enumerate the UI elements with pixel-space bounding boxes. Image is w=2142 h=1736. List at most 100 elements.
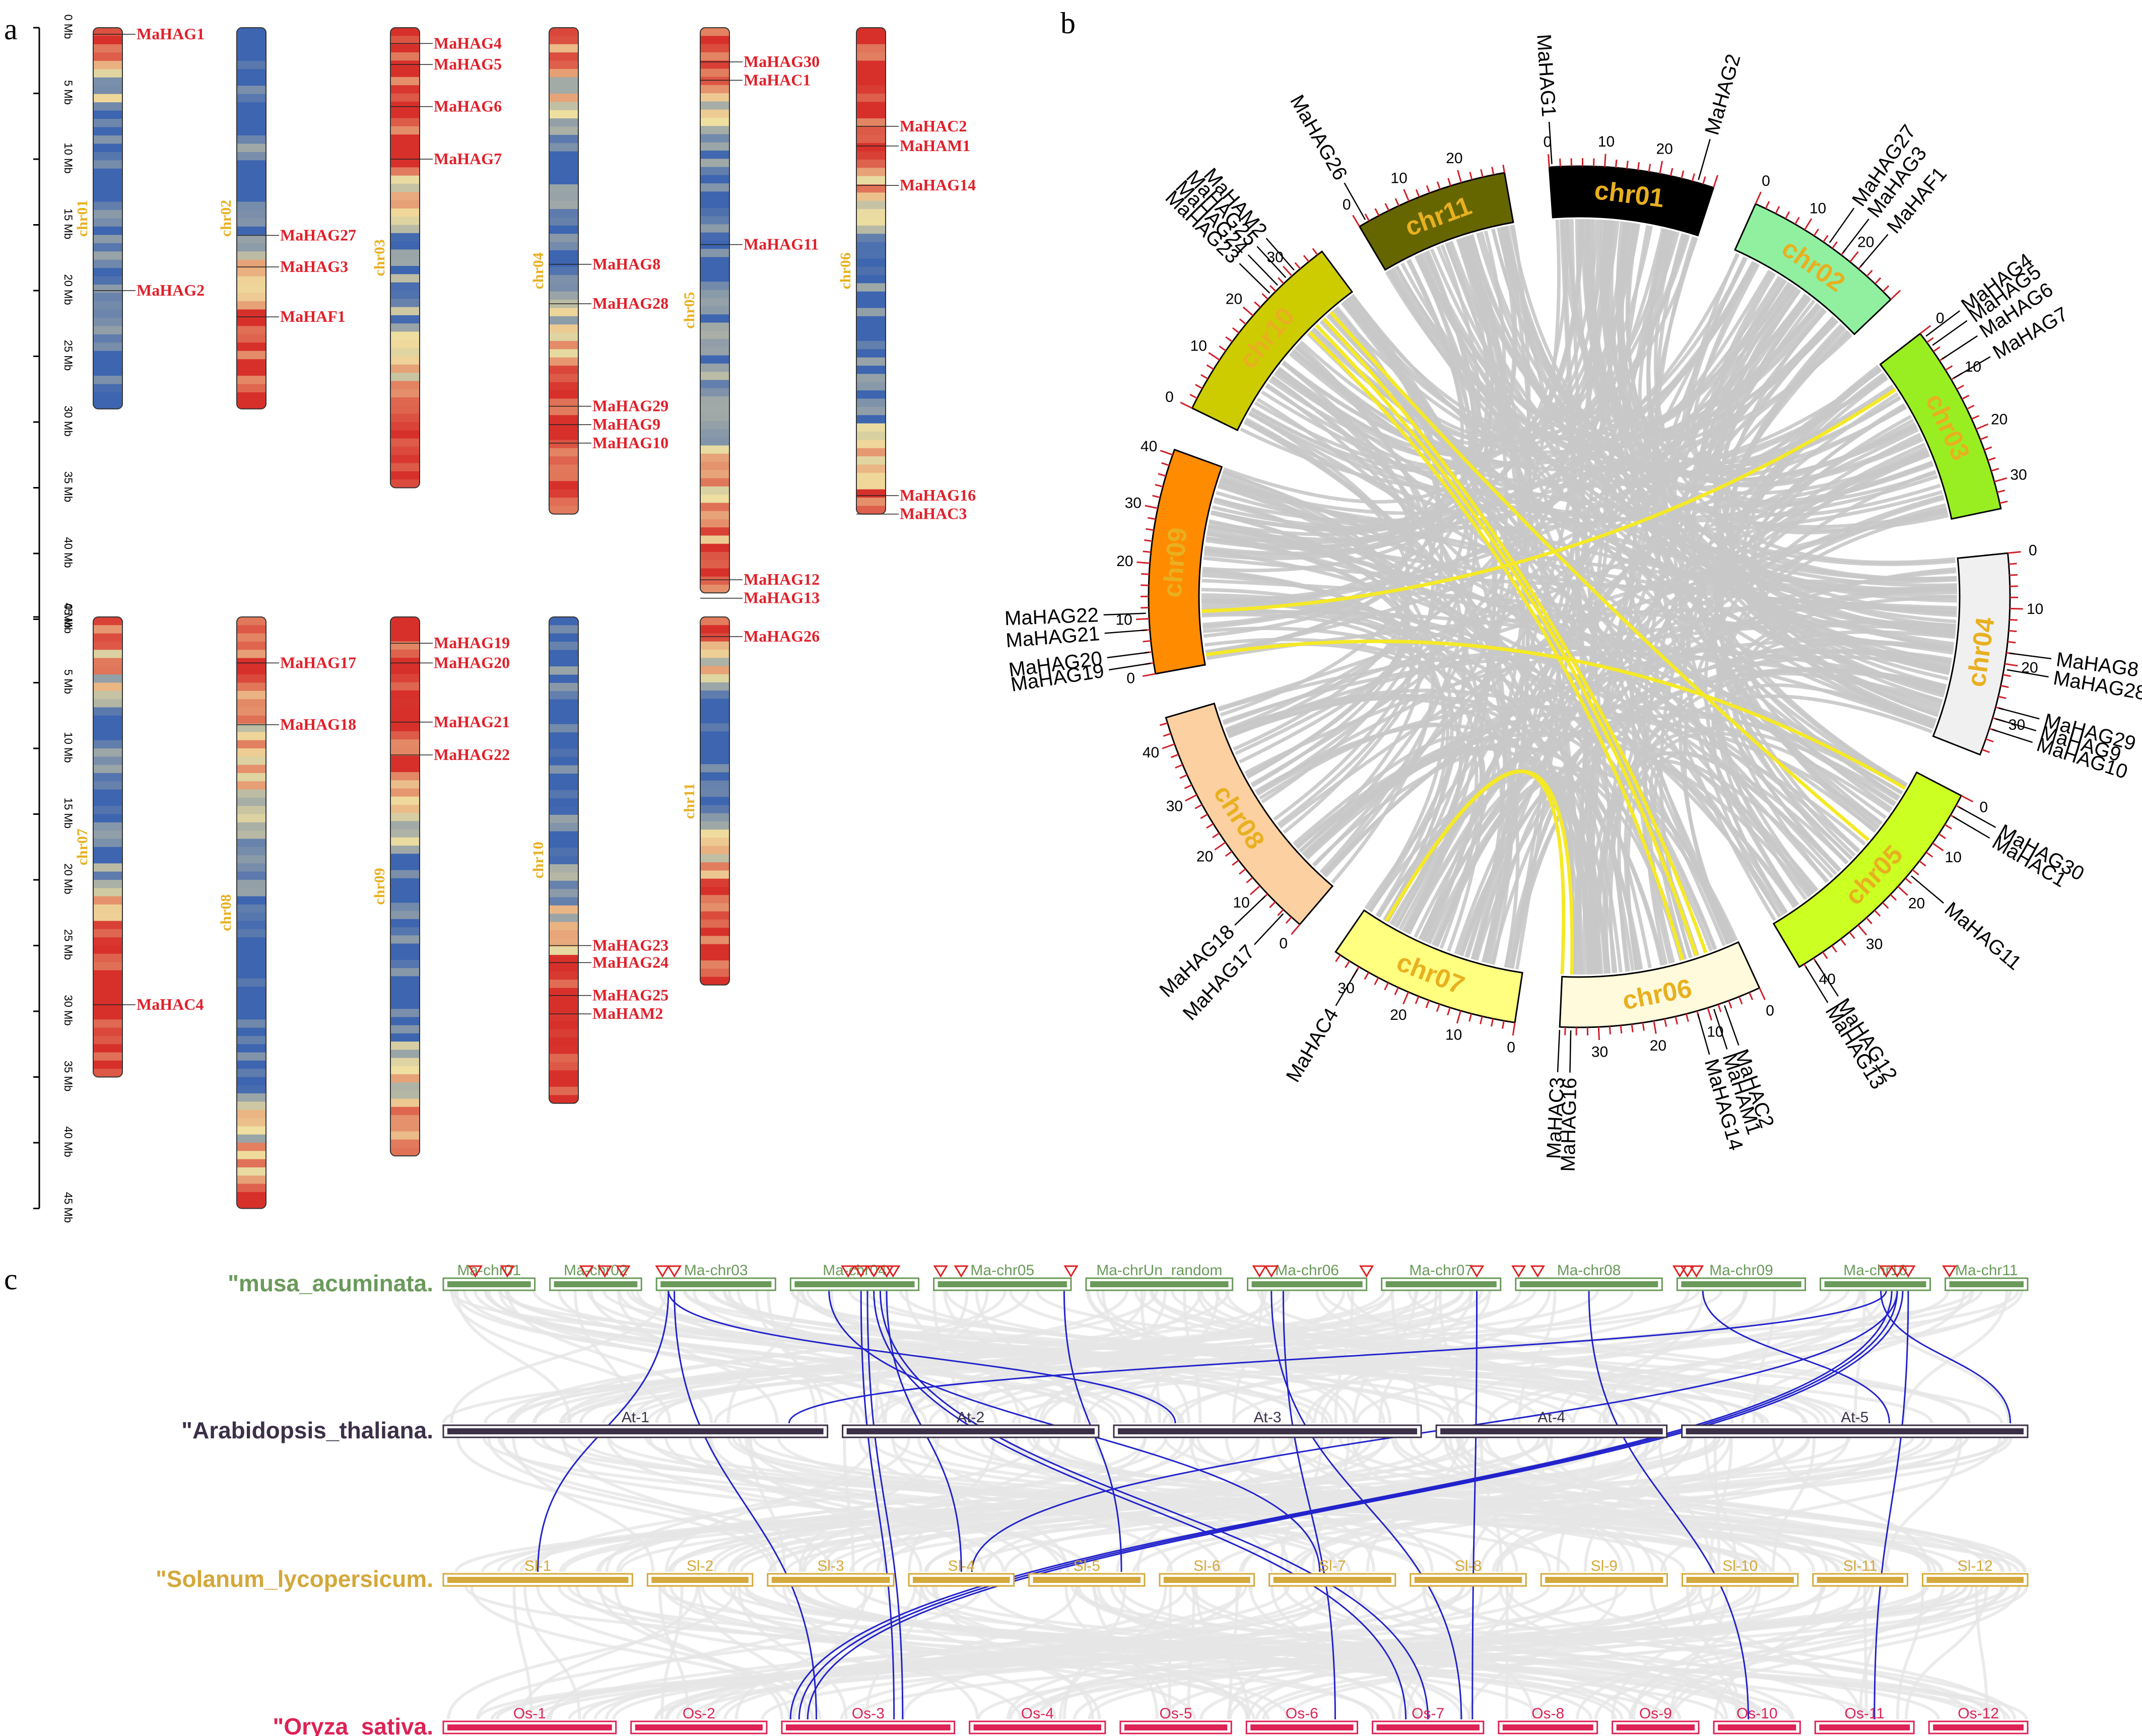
chromosome-label: chr04 bbox=[530, 252, 547, 289]
chromosome-band bbox=[549, 118, 578, 127]
species-chromosome-bar bbox=[1926, 1577, 2024, 1583]
circos-gene-label: MaHAG16 bbox=[1557, 1077, 1581, 1172]
species-chromosome-label: Sl-6 bbox=[1193, 1558, 1220, 1574]
gray-link bbox=[1462, 236, 1530, 963]
circos-chromosome-band bbox=[1148, 448, 1223, 675]
background-link bbox=[1315, 1290, 1616, 1424]
circos-tick bbox=[1170, 753, 1179, 758]
chromosome-band bbox=[237, 226, 266, 235]
circos-gene-leader bbox=[1107, 651, 1150, 659]
chromosome-band bbox=[549, 234, 578, 243]
circos-tick bbox=[1564, 1027, 1566, 1035]
chromosome-band bbox=[390, 381, 420, 390]
chromosome-band bbox=[700, 576, 729, 585]
circos-tick bbox=[1160, 450, 1173, 456]
circos-tick bbox=[1364, 213, 1370, 222]
chromosome-band bbox=[856, 390, 886, 399]
chromosome-band bbox=[549, 382, 578, 391]
chromosome-band bbox=[700, 273, 729, 282]
chromosome-band bbox=[856, 374, 886, 383]
chromosome-band bbox=[700, 886, 729, 895]
chromosome-band bbox=[549, 642, 578, 651]
chromosome-band bbox=[93, 904, 122, 913]
chromosome-band bbox=[390, 405, 420, 414]
gene-label: MaHAG24 bbox=[592, 953, 668, 971]
chromosome-band bbox=[237, 995, 266, 1004]
circos-tick bbox=[1225, 851, 1233, 857]
chromosome-band bbox=[549, 1095, 578, 1103]
circos-tick-label: 20 bbox=[1390, 1007, 1407, 1023]
chromosome-band bbox=[237, 60, 266, 70]
circos-tick bbox=[1142, 673, 1156, 677]
species-chromosome-label: Sl-4 bbox=[948, 1558, 975, 1574]
chromosome-band bbox=[700, 117, 729, 126]
chromosome-band bbox=[93, 110, 122, 119]
chromosome-band bbox=[93, 118, 122, 128]
chromosome-bands bbox=[390, 28, 420, 488]
circos-gene-leader bbox=[1815, 960, 1839, 997]
chromosome-band bbox=[390, 413, 420, 423]
chromosome-band bbox=[549, 77, 578, 86]
chromosome-band bbox=[93, 243, 122, 252]
gray-link bbox=[1274, 372, 1888, 488]
chromosome-band bbox=[700, 347, 729, 356]
circos-tick bbox=[1592, 158, 1595, 167]
background-link bbox=[1505, 1585, 1972, 1720]
chromosome-band bbox=[549, 497, 578, 506]
chromosome-outline bbox=[549, 616, 579, 1104]
gray-link bbox=[1219, 477, 1957, 614]
chromosome-band bbox=[237, 235, 266, 244]
chromosome-band bbox=[237, 682, 266, 691]
chromosome-band bbox=[700, 617, 729, 626]
chromosome-band bbox=[856, 184, 886, 193]
background-link bbox=[512, 1437, 655, 1572]
chromosome-band bbox=[549, 456, 578, 465]
chromosome-band bbox=[856, 406, 886, 415]
chromosome-band bbox=[549, 332, 578, 341]
species-chromosome-label: At-2 bbox=[957, 1409, 984, 1426]
circos-tick bbox=[1246, 877, 1253, 883]
chromosome-band bbox=[237, 177, 266, 186]
background-link bbox=[456, 1437, 774, 1572]
chromosome-band bbox=[93, 650, 122, 659]
circos-tick bbox=[1925, 851, 1933, 858]
species-chromosome-label: At-5 bbox=[1841, 1409, 1868, 1426]
chromosome-band bbox=[390, 208, 420, 217]
chromosome-band bbox=[390, 845, 420, 854]
gray-link bbox=[1233, 417, 1412, 751]
chromosome-outline bbox=[93, 27, 123, 409]
chromosome-band bbox=[856, 440, 886, 449]
chromosome-band bbox=[93, 268, 122, 277]
chromosome-band bbox=[700, 625, 729, 634]
chromosome-band bbox=[856, 176, 886, 185]
chromosome-band bbox=[549, 724, 578, 733]
chromosome-band bbox=[856, 151, 886, 160]
circos-tick-label: 0 bbox=[1279, 935, 1288, 952]
species-chromosome-label: Sl-7 bbox=[1319, 1558, 1346, 1574]
chromosome-band bbox=[93, 301, 122, 310]
chromosome-band bbox=[700, 265, 729, 274]
chromosome-band bbox=[93, 177, 122, 186]
chromosome-band bbox=[93, 160, 122, 169]
chromosome-band bbox=[549, 283, 578, 292]
circos-tick-label: 20 bbox=[1656, 141, 1672, 157]
chromosome-band bbox=[549, 440, 578, 449]
chromosome-band bbox=[390, 739, 420, 748]
gray-link bbox=[1617, 300, 1816, 972]
circos-gene-leader bbox=[1103, 612, 1146, 616]
circos-tick bbox=[1813, 228, 1819, 236]
chromosome-label: chr01 bbox=[74, 200, 91, 237]
chromosome-band bbox=[237, 168, 266, 177]
species-chromosome-bar bbox=[1616, 1724, 1695, 1730]
chromosome-band bbox=[549, 938, 578, 947]
gray-link bbox=[1240, 303, 1820, 492]
background-link bbox=[1477, 1437, 2003, 1572]
chromosome-band bbox=[390, 1066, 420, 1075]
circos-tick bbox=[1691, 173, 1695, 182]
chromosome-band bbox=[856, 192, 886, 201]
species-chromosome-label: Os-9 bbox=[1639, 1705, 1672, 1722]
chromosome-band bbox=[237, 185, 266, 194]
